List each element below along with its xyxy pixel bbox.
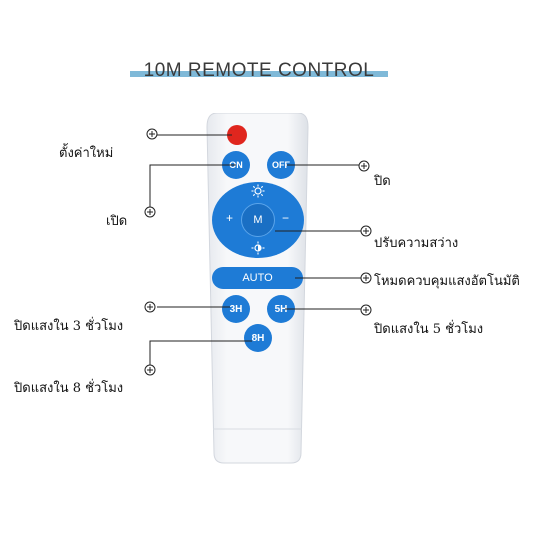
page-title: 10M REMOTE CONTROL	[143, 60, 375, 81]
label-reset: ตั้งค่าใหม่	[59, 146, 114, 161]
half-sun-icon	[251, 241, 265, 255]
reset-button[interactable]	[227, 125, 247, 145]
label-off-8h: ปิดแสงใน 8 ชั่วโมง	[14, 381, 124, 396]
title-banner: 10M REMOTE CONTROL	[130, 58, 388, 88]
label-brightness: ปรับความสว่าง	[374, 236, 459, 251]
title-underline	[130, 71, 388, 77]
plus-circle-icon	[144, 128, 372, 376]
sun-icon	[251, 184, 265, 198]
brightness-up-button[interactable]: +	[226, 211, 234, 225]
auto-button[interactable]: AUTO	[212, 267, 303, 289]
label-off: ปิด	[374, 174, 391, 189]
label-on: เปิด	[106, 214, 128, 229]
label-auto: โหมดควบคุมแสงอัตโนมัติ	[374, 274, 520, 289]
timer-8h-button[interactable]: 8H	[244, 324, 272, 352]
label-off-3h: ปิดแสงใน 3 ชั่วโมง	[14, 319, 124, 334]
brightness-down-button[interactable]: −	[282, 211, 290, 225]
label-off-5h: ปิดแสงใน 5 ชั่วโมง	[374, 322, 484, 337]
timer-3h-button[interactable]: 3H	[222, 295, 250, 323]
mode-button[interactable]: M	[241, 203, 275, 237]
